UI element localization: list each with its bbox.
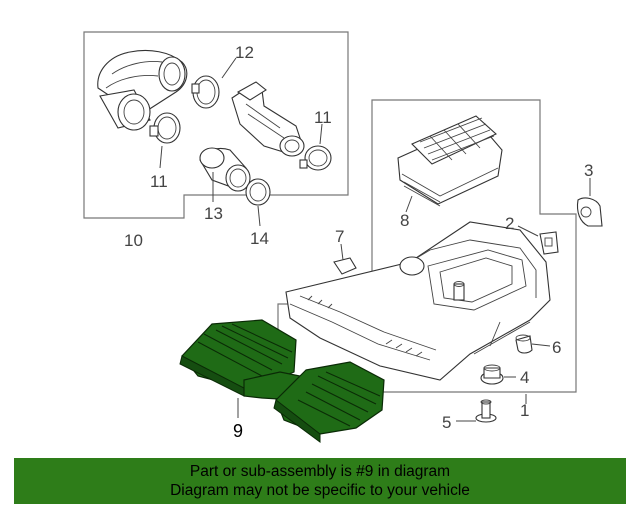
callout-14: 14 — [250, 229, 269, 248]
callout-10: 10 — [124, 231, 143, 250]
callout-1: 1 — [520, 401, 529, 420]
callout-8: 8 — [400, 211, 409, 230]
exploded-parts-diagram: 1 2 3 4 5 6 7 8 9 10 11 11 12 13 14 — [83, 31, 603, 443]
banner-line-disclaimer: Diagram may not be specific to your vehi… — [170, 482, 470, 499]
hose-coupling — [99, 89, 151, 131]
rubber-grommet-6 — [515, 334, 533, 354]
intake-duct-13 — [199, 147, 251, 192]
callout-11-left: 11 — [150, 172, 168, 191]
group-frame-10 — [83, 31, 349, 219]
air-filter-element-8 — [397, 115, 503, 207]
callout-11-right: 11 — [314, 108, 332, 127]
seal-ring-14 — [245, 178, 271, 206]
air-cleaner-housing-1 — [285, 221, 551, 381]
callout-12: 12 — [235, 43, 254, 62]
banner-line-part: Part or sub-assembly is #9 in diagram — [189, 463, 451, 480]
callout-6: 6 — [552, 338, 561, 357]
hose-clamp-right — [299, 145, 332, 171]
hose-clamp-left — [149, 112, 181, 144]
hose-clamp-12 — [191, 75, 220, 109]
leader-lines — [159, 57, 591, 422]
fastener-5 — [475, 399, 497, 423]
air-flow-housing — [231, 81, 305, 157]
rubber-mount-4 — [480, 364, 504, 385]
callout-2: 2 — [505, 214, 514, 233]
callout-7: 7 — [335, 227, 344, 246]
callout-13: 13 — [204, 204, 223, 223]
callout-4: 4 — [520, 368, 529, 387]
retaining-clip-7 — [333, 257, 357, 275]
highlighted-part-9-air-duct[interactable] — [179, 319, 385, 443]
callout-9: 9 — [233, 421, 243, 441]
callout-5: 5 — [442, 413, 451, 432]
retaining-clip-2 — [539, 231, 559, 255]
mounting-bracket-3 — [576, 197, 603, 227]
callout-3: 3 — [584, 161, 593, 180]
part-info-banner: Part or sub-assembly is #9 in diagram Di… — [14, 458, 626, 504]
